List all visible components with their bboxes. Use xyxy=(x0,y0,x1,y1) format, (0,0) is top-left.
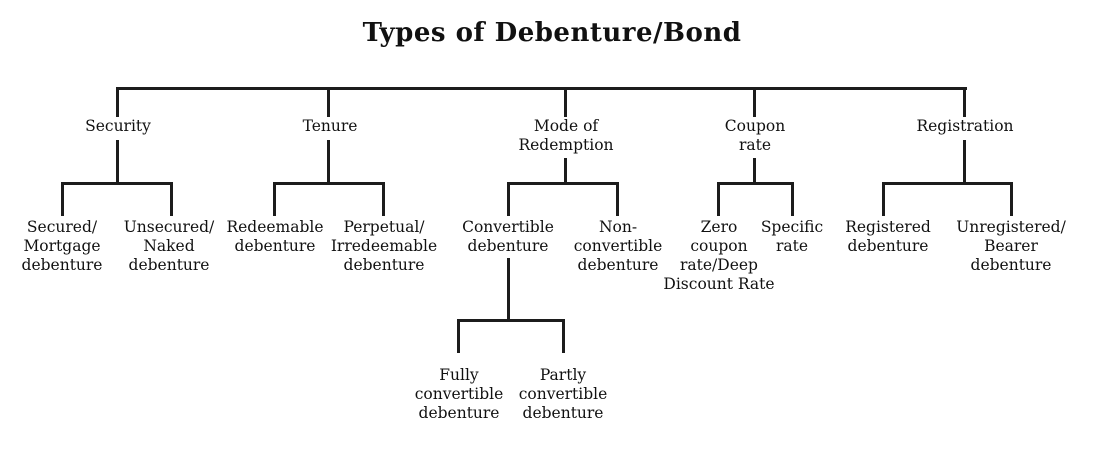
coupon-down-connector xyxy=(753,158,756,183)
node-redeemable-debenture: Redeemable debenture xyxy=(226,218,324,255)
node-security: Security xyxy=(85,117,151,135)
registration-down-connector xyxy=(963,140,966,183)
node-registered-debenture: Registered debenture xyxy=(845,218,931,255)
connector-stub-security xyxy=(116,87,119,117)
node-fully-convertible-debenture: Fully convertible debenture xyxy=(414,366,504,422)
tenure-child-drop-right xyxy=(382,182,385,216)
coupon-child-drop-right xyxy=(791,182,794,216)
node-unregistered-bearer-debenture: Unregistered/ Bearer debenture xyxy=(956,218,1066,274)
node-specific-rate: Specific rate xyxy=(760,218,824,255)
connector-stub-tenure xyxy=(327,87,330,117)
mode-down-connector xyxy=(564,158,567,183)
security-down-connector xyxy=(116,140,119,183)
connector-stub-mode-of-redemption xyxy=(564,87,567,117)
node-coupon-rate: Coupon rate xyxy=(724,117,786,154)
connector-stub-registration xyxy=(963,87,966,117)
tenure-down-connector xyxy=(327,140,330,183)
node-tenure: Tenure xyxy=(302,117,358,135)
convertible-child-drop-right xyxy=(562,319,565,353)
tenure-child-drop-left xyxy=(273,182,276,216)
registration-child-drop-left xyxy=(882,182,885,216)
node-partly-convertible-debenture: Partly convertible debenture xyxy=(518,366,608,422)
node-unsecured-naked-debenture: Unsecured/ Naked debenture xyxy=(123,218,215,274)
node-non-convertible-debenture: Non- convertible debenture xyxy=(573,218,663,274)
security-child-drop-right xyxy=(170,182,173,216)
convertible-child-drop-left xyxy=(457,319,460,353)
node-registration: Registration xyxy=(916,117,1014,135)
security-child-drop-left xyxy=(61,182,64,216)
node-secured-mortgage-debenture: Secured/ Mortgage debenture xyxy=(21,218,103,274)
node-zero-coupon-rate: Zero coupon rate/Deep Discount Rate xyxy=(663,218,775,293)
node-mode-of-redemption: Mode of Redemption xyxy=(518,117,614,154)
node-convertible-debenture: Convertible debenture xyxy=(462,218,554,255)
tenure-children-bar xyxy=(273,182,385,185)
registration-child-drop-right xyxy=(1010,182,1013,216)
mode-children-bar xyxy=(507,182,619,185)
coupon-child-drop-left xyxy=(717,182,720,216)
convertible-down-connector xyxy=(507,258,510,320)
connector-stub-coupon-rate xyxy=(753,87,756,117)
coupon-children-bar xyxy=(717,182,794,185)
root-connector-bar xyxy=(116,87,967,90)
mode-child-drop-right xyxy=(616,182,619,216)
convertible-children-bar xyxy=(457,319,565,322)
security-children-bar xyxy=(61,182,173,185)
diagram-title: Types of Debenture/Bond xyxy=(362,18,742,48)
mode-child-drop-left xyxy=(507,182,510,216)
node-perpetual-irredeemable-debenture: Perpetual/ Irredeemable debenture xyxy=(330,218,438,274)
registration-children-bar xyxy=(882,182,1013,185)
